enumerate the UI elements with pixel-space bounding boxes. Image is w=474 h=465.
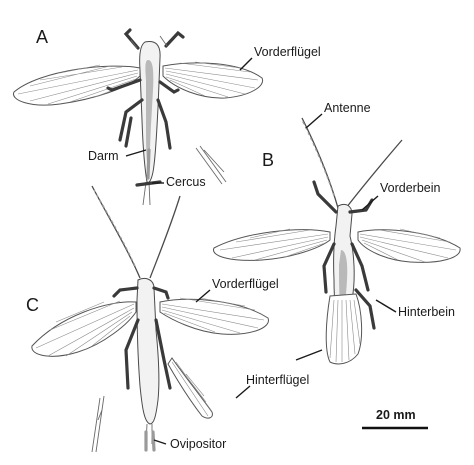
specimen-b-left-wing — [213, 228, 331, 261]
specimen-c-left-wing — [31, 300, 137, 357]
specimen-a — [13, 28, 264, 206]
label-hinterfluegel: Hinterflügel — [246, 373, 309, 387]
panel-label-b: B — [262, 150, 274, 170]
label-vorderfluegel-c: Vorderflügel — [212, 277, 279, 291]
panel-label-c: C — [26, 295, 39, 315]
specimen-a-left-wing — [13, 64, 141, 106]
specimen-b-hindwing — [325, 293, 363, 365]
specimen-c — [31, 185, 269, 452]
specimen-c-right-wing — [159, 297, 269, 335]
label-antenne: Antenne — [324, 101, 371, 115]
specimen-a-right-wing — [162, 61, 264, 99]
scale-bar-label: 20 mm — [376, 408, 416, 422]
label-hinterbein: Hinterbein — [398, 305, 455, 319]
label-cercus: Cercus — [166, 175, 206, 189]
specimen-c-hindwing — [167, 357, 213, 419]
specimen-b-right-wing — [357, 228, 461, 263]
label-vorderfluegel-a: Vorderflügel — [254, 45, 321, 59]
label-darm: Darm — [88, 149, 119, 163]
label-ovipositor: Ovipositor — [170, 437, 226, 451]
panel-label-a: A — [36, 27, 48, 47]
label-vorderbein: Vorderbein — [380, 181, 441, 195]
specimen-b — [213, 117, 461, 365]
wing-fragments — [91, 145, 227, 453]
